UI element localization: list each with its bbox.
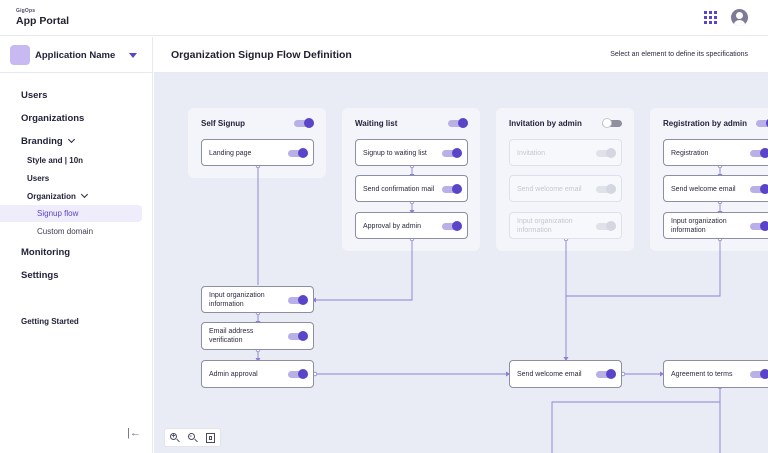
node-label: Registration xyxy=(671,150,709,157)
flow-node-invitation[interactable]: Invitation xyxy=(509,139,622,166)
sidebar-item-branding[interactable]: Branding xyxy=(21,135,75,147)
app-title: App Portal xyxy=(16,15,70,27)
node-label: Send welcome email xyxy=(671,186,736,193)
node-toggle[interactable] xyxy=(596,221,616,231)
flow-connectors xyxy=(255,163,723,453)
flow-node-send-confirmation[interactable]: Send confirmation mail xyxy=(355,175,468,202)
page-title: Organization Signup Flow Definition xyxy=(171,49,352,61)
node-label: Landing page xyxy=(209,150,252,157)
zoom-out-icon[interactable]: - xyxy=(187,432,199,444)
node-toggle[interactable] xyxy=(596,148,616,158)
caret-down-icon[interactable] xyxy=(129,53,137,58)
sidebar-item-users[interactable]: Users xyxy=(21,90,48,101)
group-toggle[interactable] xyxy=(448,118,468,128)
flow-node-input-organization[interactable]: Input organization information xyxy=(201,286,314,313)
node-label-line2: information xyxy=(517,227,552,234)
group-title: Waiting list xyxy=(355,119,398,128)
sidebar: Application Name Users Organizations Bra… xyxy=(0,37,153,453)
flow-node-registration-input-org[interactable]: Input organization information xyxy=(663,212,768,239)
group-title: Registration by admin xyxy=(663,119,748,128)
node-toggle[interactable] xyxy=(288,295,308,305)
sidebar-active-highlight xyxy=(0,205,142,222)
node-toggle[interactable] xyxy=(750,369,768,379)
fit-screen-icon[interactable] xyxy=(205,432,217,444)
page-hint: Select an element to define its specific… xyxy=(610,51,748,58)
group-toggle[interactable] xyxy=(602,118,622,128)
sidebar-item-organizations[interactable]: Organizations xyxy=(21,113,85,124)
flow-node-approval-by-admin[interactable]: Approval by admin xyxy=(355,212,468,239)
sidebar-item-branding-users[interactable]: Users xyxy=(27,174,50,183)
group-toggle[interactable] xyxy=(294,118,314,128)
collapse-left-icon[interactable]: |← xyxy=(127,427,141,439)
main-header: Organization Signup Flow Definition Sele… xyxy=(154,37,768,73)
flow-node-registration-send-welcome[interactable]: Send welcome email xyxy=(663,175,768,202)
flow-node-invitation-input-org[interactable]: Input organization information xyxy=(509,212,622,239)
sidebar-item-organization[interactable]: Organization xyxy=(27,190,88,201)
sidebar-item-label: Branding xyxy=(21,136,63,147)
group-title: Self Signup xyxy=(201,119,245,128)
flow-canvas[interactable]: Self Signup Waiting list Invitation by a… xyxy=(154,73,768,453)
flow-node-landing-page[interactable]: Landing page xyxy=(201,139,314,166)
brand-logo-text: GigOps xyxy=(16,8,36,14)
node-label-line2: information xyxy=(209,301,244,308)
node-toggle[interactable] xyxy=(442,148,462,158)
node-toggle[interactable] xyxy=(288,369,308,379)
sidebar-item-signup-flow[interactable]: Signup flow xyxy=(37,209,79,218)
grid-icon[interactable] xyxy=(704,11,717,24)
node-label: Send confirmation mail xyxy=(363,186,435,193)
sidebar-item-custom-domain[interactable]: Custom domain xyxy=(37,227,94,236)
node-label: Admin approval xyxy=(209,371,258,378)
node-label: Send welcome email xyxy=(517,371,582,378)
group-toggle[interactable] xyxy=(756,118,768,128)
node-label-line2: verification xyxy=(209,337,243,344)
node-label-line2: information xyxy=(671,227,706,234)
node-toggle[interactable] xyxy=(288,331,308,341)
sidebar-item-settings[interactable]: Settings xyxy=(21,270,59,281)
flow-node-invitation-send-welcome[interactable]: Send welcome email xyxy=(509,175,622,202)
zoom-in-icon[interactable]: + xyxy=(169,432,181,444)
getting-started-link[interactable]: Getting Started xyxy=(21,317,79,326)
flow-node-signup-waiting-list[interactable]: Signup to waiting list xyxy=(355,139,468,166)
application-avatar xyxy=(10,45,30,65)
node-toggle[interactable] xyxy=(750,148,768,158)
zoom-controls: + - xyxy=(164,428,221,447)
flow-node-agreement-to-terms[interactable]: Agreement to terms xyxy=(663,360,768,388)
node-label: Signup to waiting list xyxy=(363,150,427,157)
group-title: Invitation by admin xyxy=(509,119,582,128)
top-bar: GigOps App Portal xyxy=(0,0,768,36)
flow-node-registration[interactable]: Registration xyxy=(663,139,768,166)
application-name: Application Name xyxy=(35,50,116,61)
node-toggle[interactable] xyxy=(442,221,462,231)
node-toggle[interactable] xyxy=(750,221,768,231)
node-toggle[interactable] xyxy=(442,184,462,194)
flow-node-email-verification[interactable]: Email address verification xyxy=(201,322,314,350)
node-toggle[interactable] xyxy=(596,369,616,379)
application-selector[interactable]: Application Name xyxy=(0,37,153,73)
node-label: Input organization xyxy=(671,218,727,225)
user-circle-icon[interactable] xyxy=(731,9,748,26)
sidebar-item-style[interactable]: Style and | 10n xyxy=(27,156,84,165)
node-toggle[interactable] xyxy=(288,148,308,158)
node-label: Send welcome email xyxy=(517,186,582,193)
flow-node-send-welcome-email[interactable]: Send welcome email xyxy=(509,360,622,388)
brand[interactable]: GigOps App Portal xyxy=(16,8,69,27)
chevron-down-icon xyxy=(80,190,88,199)
node-label: Agreement to terms xyxy=(671,371,733,378)
node-label: Approval by admin xyxy=(363,223,421,230)
sidebar-item-monitoring[interactable]: Monitoring xyxy=(21,247,71,258)
node-toggle[interactable] xyxy=(596,184,616,194)
chevron-down-icon xyxy=(67,135,75,144)
node-toggle[interactable] xyxy=(750,184,768,194)
node-label: Email address xyxy=(209,328,254,335)
node-label: Input organization xyxy=(517,218,573,225)
sidebar-item-label: Organization xyxy=(27,192,76,201)
node-label: Invitation xyxy=(517,150,546,157)
node-label: Input organization xyxy=(209,292,265,299)
flow-node-admin-approval[interactable]: Admin approval xyxy=(201,360,314,388)
